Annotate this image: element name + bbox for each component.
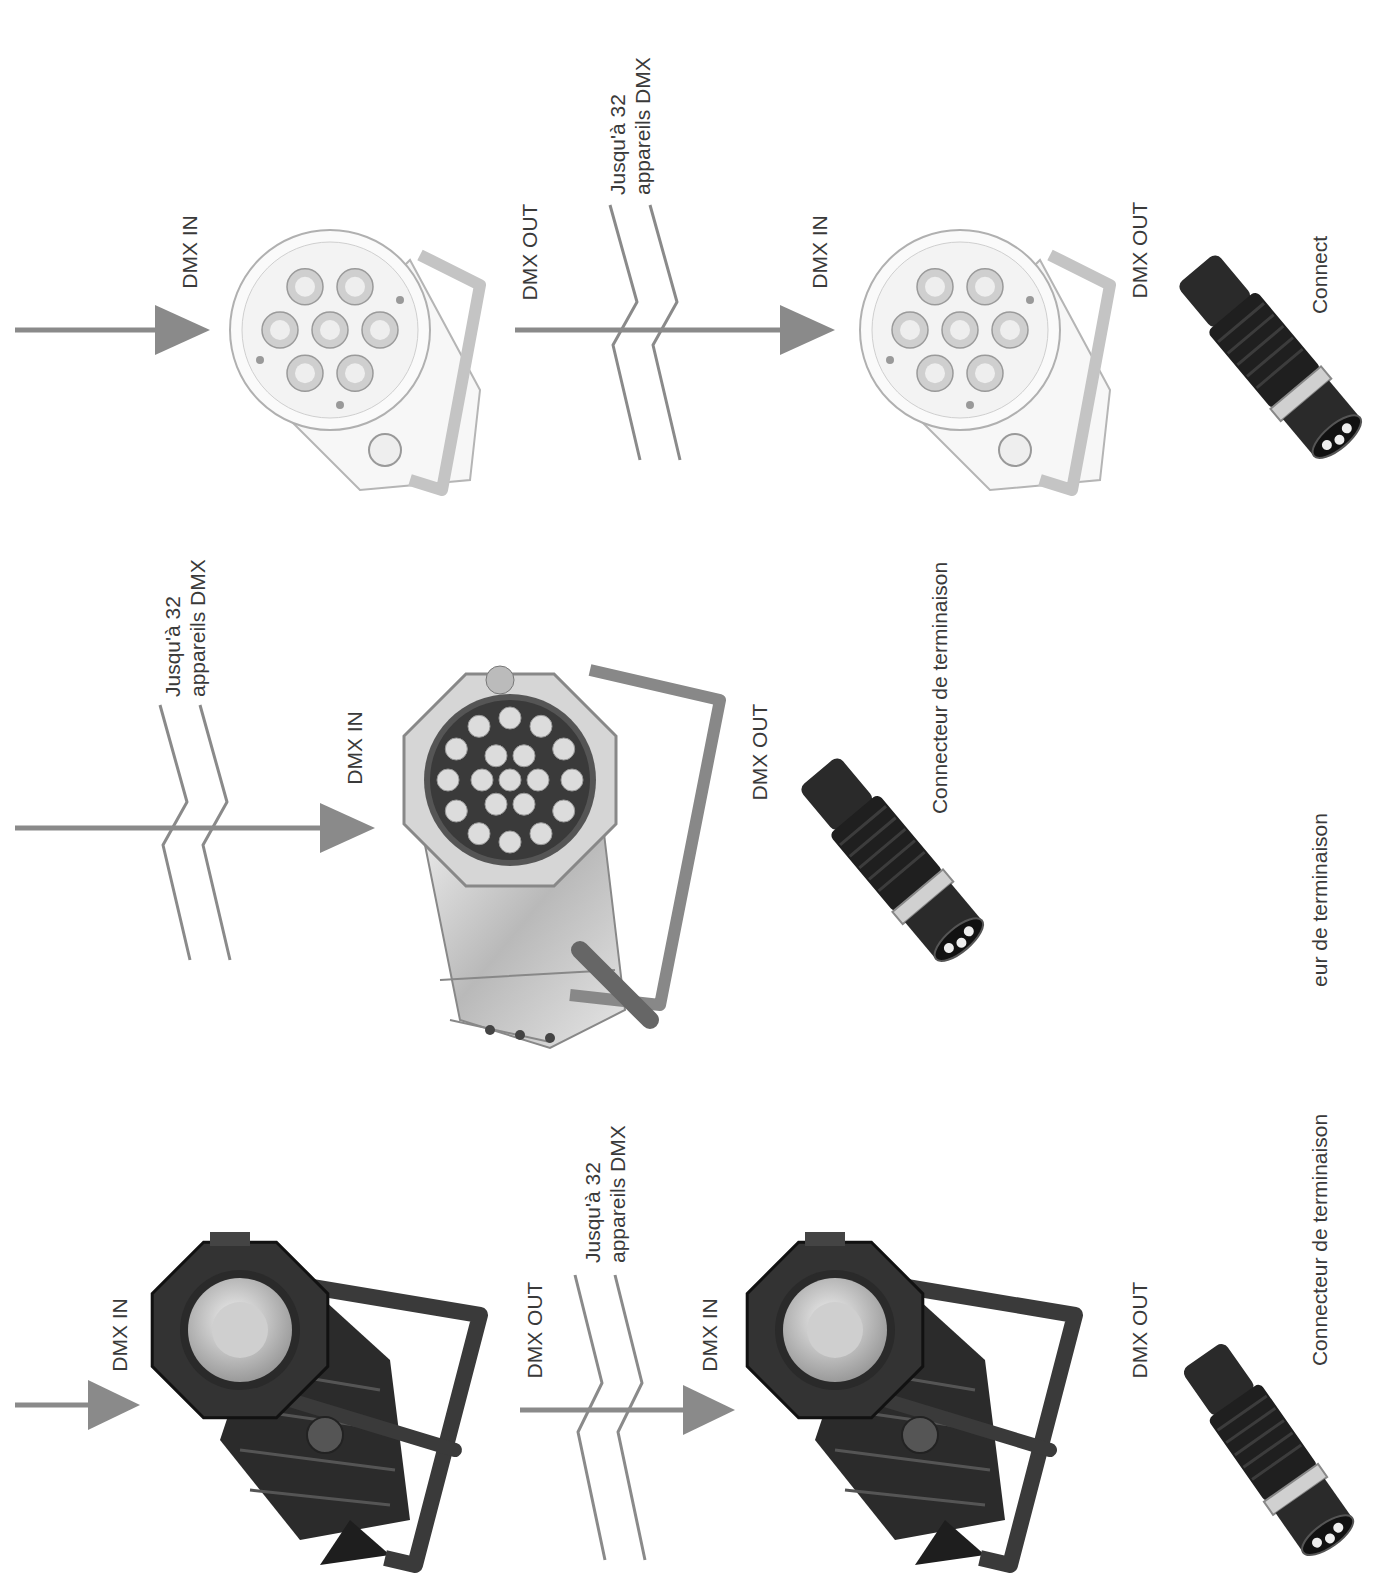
cob-par-fixture [152, 1232, 480, 1565]
arrow-head [683, 1385, 735, 1435]
cob-par-fixture [747, 1232, 1075, 1565]
dmx-wire [520, 1408, 685, 1413]
xlr-terminator [1175, 1337, 1362, 1564]
dmx-wire [515, 328, 783, 333]
signal-label: DMX OUT [522, 1282, 547, 1379]
signal-label: DMX OUT [1127, 202, 1152, 299]
note-label: Jusqu'à 32 appareils DMX [605, 25, 655, 195]
led-par-fixture [404, 666, 720, 1048]
note-label: Jusqu'à 32 appareils DMX [580, 1093, 630, 1263]
break-line [650, 205, 680, 460]
break-line [610, 205, 640, 460]
signal-label: DMX IN [697, 1298, 722, 1372]
part-label: Connecteur de terminaison [1307, 1114, 1332, 1366]
dmx-wire [15, 1403, 90, 1408]
arrow-head [155, 305, 210, 355]
xlr-terminator [1171, 248, 1370, 467]
dmx-wire [15, 826, 322, 831]
signal-label: DMX IN [807, 215, 832, 289]
arrow-head [88, 1380, 140, 1430]
flat-par-fixture [860, 230, 1110, 490]
flat-par-fixture [230, 230, 480, 490]
signal-label: DMX IN [177, 215, 202, 289]
dmx-wire [15, 328, 158, 333]
part-label: eur de terminaison [1307, 813, 1332, 987]
note-label: Jusqu'à 32 appareils DMX [160, 527, 210, 697]
signal-label: DMX OUT [1127, 1282, 1152, 1379]
arrow-head [320, 803, 375, 853]
break-line [160, 705, 190, 960]
signal-label: DMX IN [107, 1298, 132, 1372]
break-line [575, 1275, 605, 1560]
signal-label: DMX IN [342, 711, 367, 785]
break-line [615, 1275, 645, 1560]
arrow-head [780, 305, 835, 355]
part-label: Connecteur de terminaison [927, 562, 952, 814]
signal-label: DMX OUT [517, 204, 542, 301]
break-line [200, 705, 230, 960]
xlr-terminator [793, 751, 992, 970]
signal-label: DMX OUT [747, 704, 772, 801]
part-label: Connect [1307, 236, 1332, 314]
